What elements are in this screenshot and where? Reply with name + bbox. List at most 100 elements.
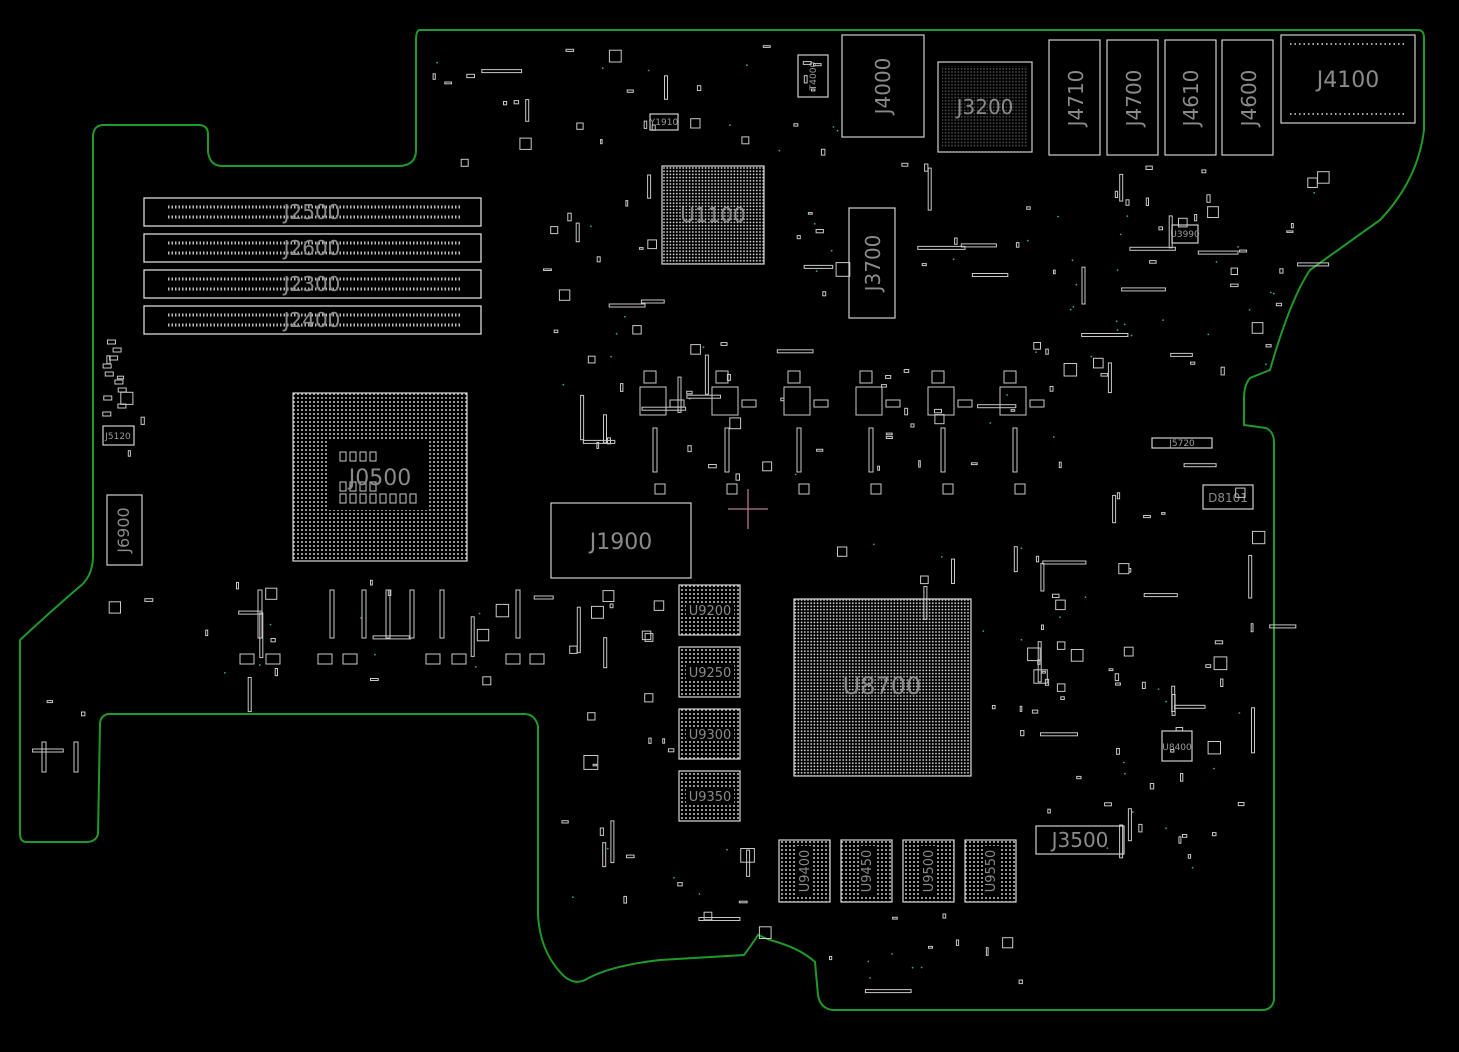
connector-strip [1129, 246, 1176, 251]
smd-part [623, 895, 628, 904]
smd-part [103, 395, 113, 401]
rear-port-j4600[interactable]: J4600 [1221, 39, 1274, 156]
smd-part [885, 375, 892, 379]
smd-part [1145, 165, 1153, 171]
via [698, 893, 701, 895]
ic-part [1317, 171, 1330, 184]
smd-part [432, 73, 436, 80]
smd-part [1182, 834, 1188, 838]
port-j4100[interactable]: J4100 [1280, 34, 1416, 124]
connector-j3700[interactable]: J3700 [848, 207, 896, 319]
vram-u9500[interactable]: U9500 [902, 839, 955, 903]
via [1071, 259, 1074, 262]
vram-u9550[interactable]: U9550 [964, 839, 1017, 903]
smd-part [1015, 242, 1020, 248]
pch-u1100[interactable]: U1100 [661, 165, 765, 265]
smd-part [1116, 492, 1121, 500]
via [952, 258, 955, 261]
via [1126, 215, 1129, 218]
via [1052, 436, 1055, 438]
connector-j3500[interactable]: J3500 [1035, 825, 1125, 855]
vram-u9200[interactable]: U9200 [678, 584, 741, 636]
rear-port-label-j4600: J4600 [1237, 70, 1261, 129]
dimm-slot-j2300[interactable]: J2300 [143, 269, 482, 299]
rear-port-j4710[interactable]: J4710 [1048, 39, 1101, 156]
smd-part [651, 124, 656, 131]
crystal-y1910[interactable]: Y1910 [649, 113, 679, 131]
vram-u9300[interactable]: U9300 [678, 708, 741, 760]
connector-strip [1197, 250, 1239, 255]
via [989, 422, 992, 424]
connector-strip [647, 174, 652, 199]
dimm-slot-j2500[interactable]: J2500 [143, 197, 482, 227]
connector-j5120-label: J5120 [104, 432, 131, 442]
vrm-inductor [783, 386, 811, 416]
via [1059, 616, 1061, 618]
via [1084, 596, 1087, 598]
vram-u9200-label: U9200 [689, 604, 732, 619]
connector-strip [1171, 694, 1176, 716]
gpu-u8700[interactable]: U8700 [793, 598, 972, 777]
via [1238, 712, 1241, 714]
connector-j5120[interactable]: J5120 [102, 425, 135, 446]
connector-j3200-label: J3200 [955, 95, 1014, 119]
smd-part [924, 163, 929, 172]
smd-part [1170, 749, 1175, 753]
smd-part [46, 700, 54, 704]
dimm-slot-j2400[interactable]: J2400 [143, 305, 482, 335]
ic-u3990-label: U3990 [1170, 230, 1200, 240]
smd-part [112, 347, 122, 353]
smd-part [720, 342, 728, 346]
vram-u9350-label: U9350 [689, 790, 732, 805]
connector-j5720[interactable]: J5720 [1151, 437, 1213, 449]
rear-port-j4700[interactable]: J4700 [1106, 39, 1159, 156]
smd-pair [505, 653, 521, 665]
connector-j6900[interactable]: J6900 [106, 494, 143, 566]
smd-part [1114, 673, 1120, 682]
diode-d8101[interactable]: D8101 [1202, 484, 1254, 510]
ic-u8400[interactable]: U8400 [1161, 730, 1193, 762]
connector-j1900[interactable]: J1900 [550, 502, 692, 579]
cap-strip [41, 741, 47, 773]
via [746, 64, 748, 67]
dimm-label-j2300: J2300 [282, 272, 341, 296]
vram-u9500-label: U9500 [922, 850, 937, 893]
via [1057, 215, 1059, 218]
ic-u3990[interactable]: U3990 [1170, 224, 1200, 244]
vram-u9350[interactable]: U9350 [678, 770, 741, 822]
rear-port-group: J4710 J4700 J4610 J4600 [1048, 39, 1274, 156]
dimm-slot-j2600[interactable]: J2600 [143, 233, 482, 263]
connector-strip [582, 439, 616, 444]
smd-part [1045, 348, 1049, 355]
ic-part [587, 355, 596, 364]
via [872, 543, 875, 546]
transformer-t4000[interactable]: T4000 [797, 54, 829, 98]
vrm-cap-pair [741, 399, 757, 408]
ic-part [1251, 322, 1264, 334]
via [729, 124, 731, 127]
via [409, 638, 412, 640]
smd-part [1290, 223, 1294, 229]
vram-u9400[interactable]: U9400 [778, 839, 831, 903]
connector-strip [372, 635, 410, 640]
connector-j3200[interactable]: J3200 [937, 61, 1033, 153]
vram-u9250[interactable]: U9250 [678, 646, 741, 698]
ic-part [1207, 206, 1219, 218]
via [1026, 239, 1029, 242]
smd-part [921, 263, 927, 267]
smd-part [708, 464, 717, 469]
smd-part [1149, 783, 1155, 790]
rear-port-j4610[interactable]: J4610 [1164, 39, 1217, 156]
connector-strip [259, 612, 264, 659]
vrm-cap-strip [940, 427, 946, 473]
smd-pair [317, 653, 333, 665]
ic-part [1213, 656, 1228, 671]
connector-j4000[interactable]: J4000 [841, 34, 925, 138]
cap-strip [409, 589, 415, 639]
vram-u9450[interactable]: U9450 [840, 839, 893, 903]
cpu-socket-j0500[interactable]: J0500 [292, 392, 468, 562]
connector-strip [1248, 555, 1253, 599]
connector-strip [803, 264, 834, 269]
vrm-pad [942, 483, 954, 495]
